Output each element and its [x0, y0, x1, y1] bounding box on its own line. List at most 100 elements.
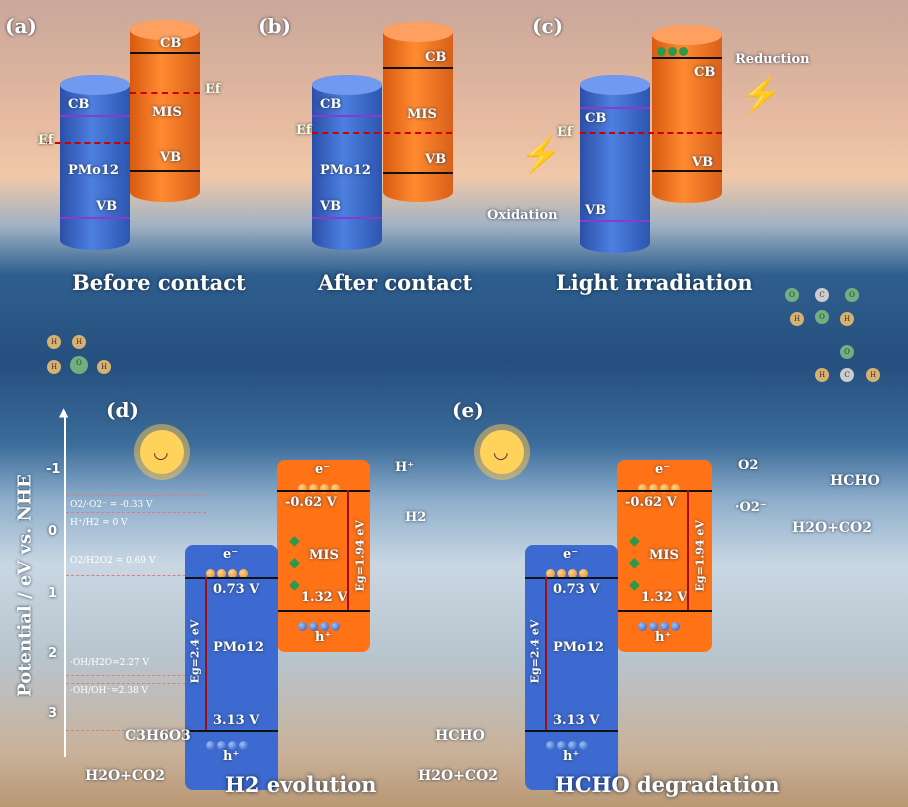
molecule-o-atom: O — [845, 288, 859, 302]
sun-icon — [140, 430, 184, 474]
molecule-h-atom: H — [47, 360, 61, 374]
pmo-label: PMo12 — [553, 640, 604, 655]
superoxide-label: ·O2⁻ — [735, 500, 767, 515]
axis-label: Potential / eV vs. NHE — [14, 474, 36, 697]
fermi-level — [312, 132, 452, 134]
mis-label: MIS — [309, 548, 339, 563]
cb-label: CB — [160, 36, 182, 51]
fermi-level-pmo — [45, 142, 130, 144]
title-hcho-degradation: HCHO degradation — [555, 772, 780, 797]
cb-label: CB — [425, 50, 447, 65]
h2-label: H2 — [405, 510, 427, 525]
ef-label: Ef — [205, 82, 221, 97]
molecule-h-atom: H — [840, 312, 854, 326]
panel-label-d: (d) — [106, 398, 139, 422]
title-h2-evolution: H2 evolution — [225, 772, 377, 797]
fermi-level — [580, 132, 722, 134]
vb-label: VB — [160, 150, 182, 165]
vb-label: VB — [96, 199, 118, 214]
vb-label: VB — [585, 203, 607, 218]
molecule-o-atom: O — [815, 310, 829, 324]
ref-potential: ·OH/H2O=2.27 V — [70, 658, 150, 668]
h-plus-label: H⁺ — [395, 460, 415, 475]
mis-vb-potential: 1.32 V — [301, 590, 348, 605]
sun-icon — [480, 430, 524, 474]
molecule-c-atom: C — [815, 288, 829, 302]
pmo-label: PMo12 — [320, 163, 371, 178]
molecule-h-atom: H — [815, 368, 829, 382]
tick-label: 1 — [48, 586, 58, 601]
ef-label: Ef — [38, 133, 54, 148]
reactant-label: C3H6O3 — [125, 728, 191, 744]
o2-label: O2 — [738, 458, 759, 473]
ref-potential: ·OH/OH⁻=2.38 V — [70, 686, 149, 696]
molecule-o-atom: O — [785, 288, 799, 302]
title-before-contact: Before contact — [72, 270, 246, 295]
pmo-cylinder-b: CB PMo12 VB — [312, 75, 382, 250]
pmo-label: PMo12 — [213, 640, 264, 655]
vb-label: VB — [425, 152, 447, 167]
panel-label-b: (b) — [258, 14, 291, 38]
tick-label: 3 — [48, 706, 58, 721]
product-label: H2O+CO2 — [85, 768, 165, 784]
molecule-h-atom: H — [72, 335, 86, 349]
pmo-cb-potential: 0.73 V — [553, 582, 600, 597]
tick-label: -1 — [46, 462, 61, 477]
tick-label: 0 — [48, 524, 58, 539]
molecule-h-atom: H — [790, 312, 804, 326]
molecule-h-atom: H — [47, 335, 61, 349]
pmo-band-box-d: e⁻ 0.73 V PMo12 3.13 V Eg=2.4 eV h⁺ — [185, 545, 278, 790]
mis-label: MIS — [407, 107, 437, 122]
mis-band-box-e: e⁻ -0.62 V MIS ◆◆◆ 1.32 V Eg=1.94 eV h⁺ — [617, 460, 712, 652]
ref-potential: O2/·O2⁻ = -0.33 V — [70, 500, 153, 510]
pmo-label: PMo12 — [68, 163, 119, 178]
fermi-level-mis — [130, 92, 200, 94]
pmo-bandgap: Eg=2.4 eV — [528, 619, 542, 684]
mis-bandgap: Eg=1.94 eV — [693, 520, 707, 592]
cb-label: CB — [68, 97, 90, 112]
ef-label: Ef — [557, 125, 573, 140]
lightning-icon: ⚡ — [520, 135, 563, 175]
hcho-label: HCHO — [830, 473, 880, 489]
pmo-cb-potential: 0.73 V — [213, 582, 260, 597]
panel-label-e: (e) — [452, 398, 484, 422]
panel-label-c: (c) — [532, 14, 564, 38]
mis-label: MIS — [152, 105, 182, 120]
reduction-label: Reduction — [735, 52, 810, 67]
mis-cylinder-c: CB VB — [652, 25, 722, 203]
tick-label: 2 — [48, 646, 58, 661]
pmo-band-box-e: e⁻ 0.73 V PMo12 3.13 V Eg=2.4 eV h⁺ — [525, 545, 618, 790]
pmo-bandgap: Eg=2.4 eV — [188, 619, 202, 684]
cb-label: CB — [694, 65, 716, 80]
molecule-o-atom: O — [70, 356, 88, 374]
title-after-contact: After contact — [318, 270, 473, 295]
molecule-h-atom: H — [97, 360, 111, 374]
potential-axis — [64, 412, 66, 757]
lightning-icon: ⚡ — [740, 75, 783, 115]
molecule-h-atom: H — [866, 368, 880, 382]
electron-label: e⁻ — [315, 462, 331, 477]
mis-band-box-d: e⁻ -0.62 V MIS ◆◆◆ 1.32 V Eg=1.94 eV h⁺ — [277, 460, 370, 652]
ef-label: Ef — [296, 123, 312, 138]
mis-cylinder-b: CB MIS VB — [383, 22, 453, 202]
mis-cylinder-a: CB MIS VB — [130, 20, 200, 202]
pmo-cylinder-c: CB VB — [580, 75, 650, 253]
mis-label: MIS — [649, 548, 679, 563]
panel-label-a: (a) — [5, 14, 37, 38]
electron-label: e⁻ — [563, 547, 579, 562]
hole-label: h⁺ — [563, 749, 580, 764]
cb-label: CB — [585, 111, 607, 126]
electron-label: e⁻ — [223, 547, 239, 562]
hole-label: h⁺ — [655, 630, 672, 645]
title-light-irradiation: Light irradiation — [556, 270, 753, 295]
hole-label: h⁺ — [223, 749, 240, 764]
hole-label: h⁺ — [315, 630, 332, 645]
vb-label: VB — [320, 199, 342, 214]
cb-label: CB — [320, 97, 342, 112]
electron-label: e⁻ — [655, 462, 671, 477]
oxidation-label: Oxidation — [487, 208, 558, 223]
pmo-vb-potential: 3.13 V — [553, 713, 600, 728]
molecule-o-atom: O — [840, 345, 854, 359]
mis-bandgap: Eg=1.94 eV — [353, 520, 367, 592]
mis-cb-potential: -0.62 V — [285, 495, 337, 510]
